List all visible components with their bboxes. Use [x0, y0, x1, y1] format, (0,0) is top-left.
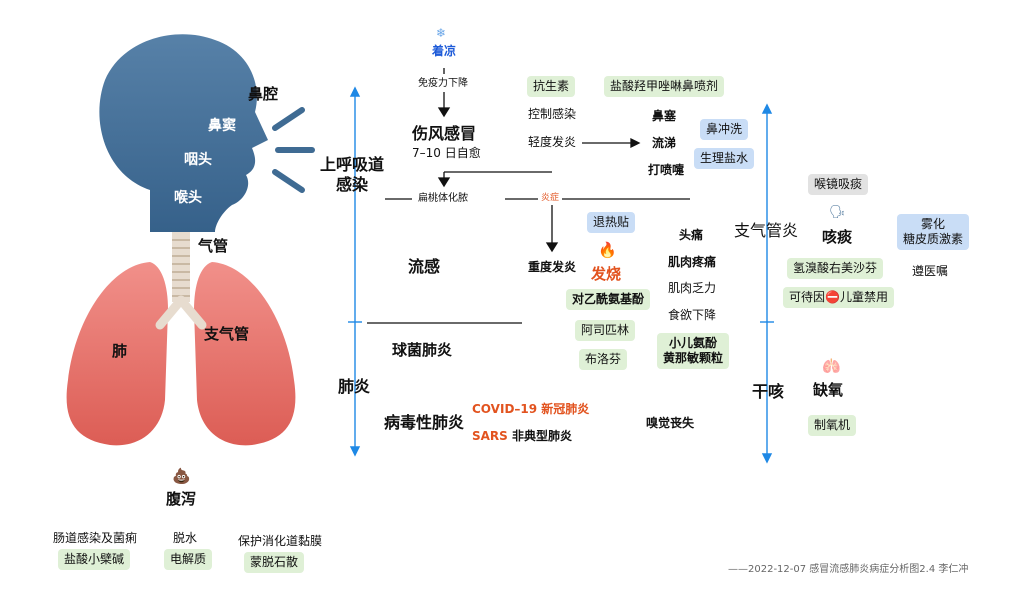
common-cold-subtitle: 7–10 日自愈	[412, 146, 481, 160]
codeine-tag: 可待因⛔儿童禁用	[783, 287, 894, 308]
montmorillonite-tag: 蒙脱石散	[244, 552, 305, 573]
control-infection-label: 控制感染	[528, 107, 577, 121]
flu-label: 流感	[408, 257, 441, 276]
head-silhouette	[99, 34, 268, 232]
lungs-icon: 🫁	[822, 357, 841, 375]
protect-mucosa-label: 保护消化道黏膜	[238, 534, 323, 548]
speaking-head-icon: 🗣	[829, 205, 846, 220]
muscle-pain-label: 肌肉疼痛	[668, 255, 717, 269]
nasal-congestion-label: 鼻塞	[652, 109, 677, 123]
severe-fever-label: 重度发炎	[528, 260, 577, 274]
viral-pneumonia-label: 病毒性肺炎	[384, 413, 465, 432]
ibuprofen-tag: 布洛芬	[579, 349, 628, 370]
headache-label: 头痛	[679, 228, 704, 242]
cough-phlegm-label: 咳痰	[822, 228, 853, 246]
poop-icon: 💩	[172, 467, 191, 485]
bronchi-shape	[155, 295, 207, 330]
intestinal-infection-label: 肠道感染及菌痢	[53, 531, 138, 545]
sneeze-label: 打喷嚏	[648, 163, 685, 177]
dehydration-label: 脱水	[173, 531, 198, 545]
snowflake-icon: ❄	[436, 26, 447, 40]
left-lung-shape	[66, 262, 168, 446]
fever-patch-tag: 退热贴	[587, 212, 636, 233]
pneumonia-label: 肺炎	[338, 377, 371, 396]
nasal-cavity-label: 鼻腔	[248, 85, 279, 103]
saline-tag: 生理盐水	[694, 148, 755, 169]
laryngoscope-suction-tag: 喉镜吸痰	[808, 174, 869, 195]
pharynx-label: 咽头	[184, 152, 212, 168]
smell-loss-label: 嗅觉丧失	[646, 416, 695, 430]
berberine-tag: 盐酸小檗碱	[58, 549, 131, 570]
antibiotic-tag: 抗生素	[527, 76, 576, 97]
fever-label: 发烧	[591, 265, 622, 283]
oxygen-machine-tag: 制氧机	[808, 415, 857, 436]
child-cold-granule-tag: 小儿氨酚 黄那敏颗粒	[657, 333, 730, 369]
dextromethorphan-tag: 氢溴酸右美沙芬	[787, 258, 884, 279]
trachea-shape	[172, 232, 190, 302]
bacterial-pneumonia-label: 球菌肺炎	[392, 341, 453, 359]
footer-credit: ——2022-12-07 感冒流感肺炎病症分析图2.4 李仁冲	[728, 564, 969, 575]
dry-cough-label: 干咳	[752, 382, 785, 401]
right-lung-shape	[194, 262, 296, 446]
bronchitis-label: 支气管炎	[734, 221, 799, 240]
breath-lines	[272, 107, 315, 193]
nasal-spray-tag: 盐酸羟甲唑啉鼻喷剂	[604, 76, 725, 97]
fire-icon: 🔥	[598, 241, 617, 259]
lung-label: 肺	[112, 342, 128, 360]
upper-resp-infection-label: 上呼吸道 感染	[320, 155, 385, 194]
inflammation-label: 炎症	[541, 193, 560, 203]
immunity-decline-label: 免疫力下降	[418, 78, 468, 89]
hypoxia-label: 缺氧	[813, 381, 844, 399]
muscle-weak-label: 肌肉乏力	[668, 281, 717, 295]
mild-fever-label: 轻度发炎	[528, 135, 577, 149]
follow-doctor-label: 遵医嘱	[912, 264, 949, 278]
larynx-label: 喉头	[174, 190, 202, 206]
trachea-label: 气管	[198, 237, 229, 255]
runny-nose-label: 流涕	[652, 136, 677, 150]
common-cold-title: 伤风感冒	[412, 124, 477, 143]
sinus-label: 鼻窦	[208, 118, 236, 134]
aspirin-tag: 阿司匹林	[575, 320, 636, 341]
sars-label: SARS 非典型肺炎	[472, 429, 573, 443]
nasal-wash-tag: 鼻冲洗	[700, 119, 749, 140]
electrolyte-tag: 电解质	[164, 549, 213, 570]
appetite-loss-label: 食欲下降	[668, 308, 717, 322]
covid-label: COVID–19 新冠肺炎	[472, 402, 590, 416]
bronchus-label: 支气管	[204, 325, 250, 343]
nebulize-steroid-tag: 雾化 糖皮质激素	[897, 214, 970, 250]
acetaminophen-tag: 对乙酰氨基酚	[566, 289, 651, 310]
tonsil-label: 扁桃体化脓	[418, 193, 468, 204]
diarrhea-label: 腹泻	[166, 490, 197, 508]
catch-cold-label: 着凉	[432, 44, 457, 58]
